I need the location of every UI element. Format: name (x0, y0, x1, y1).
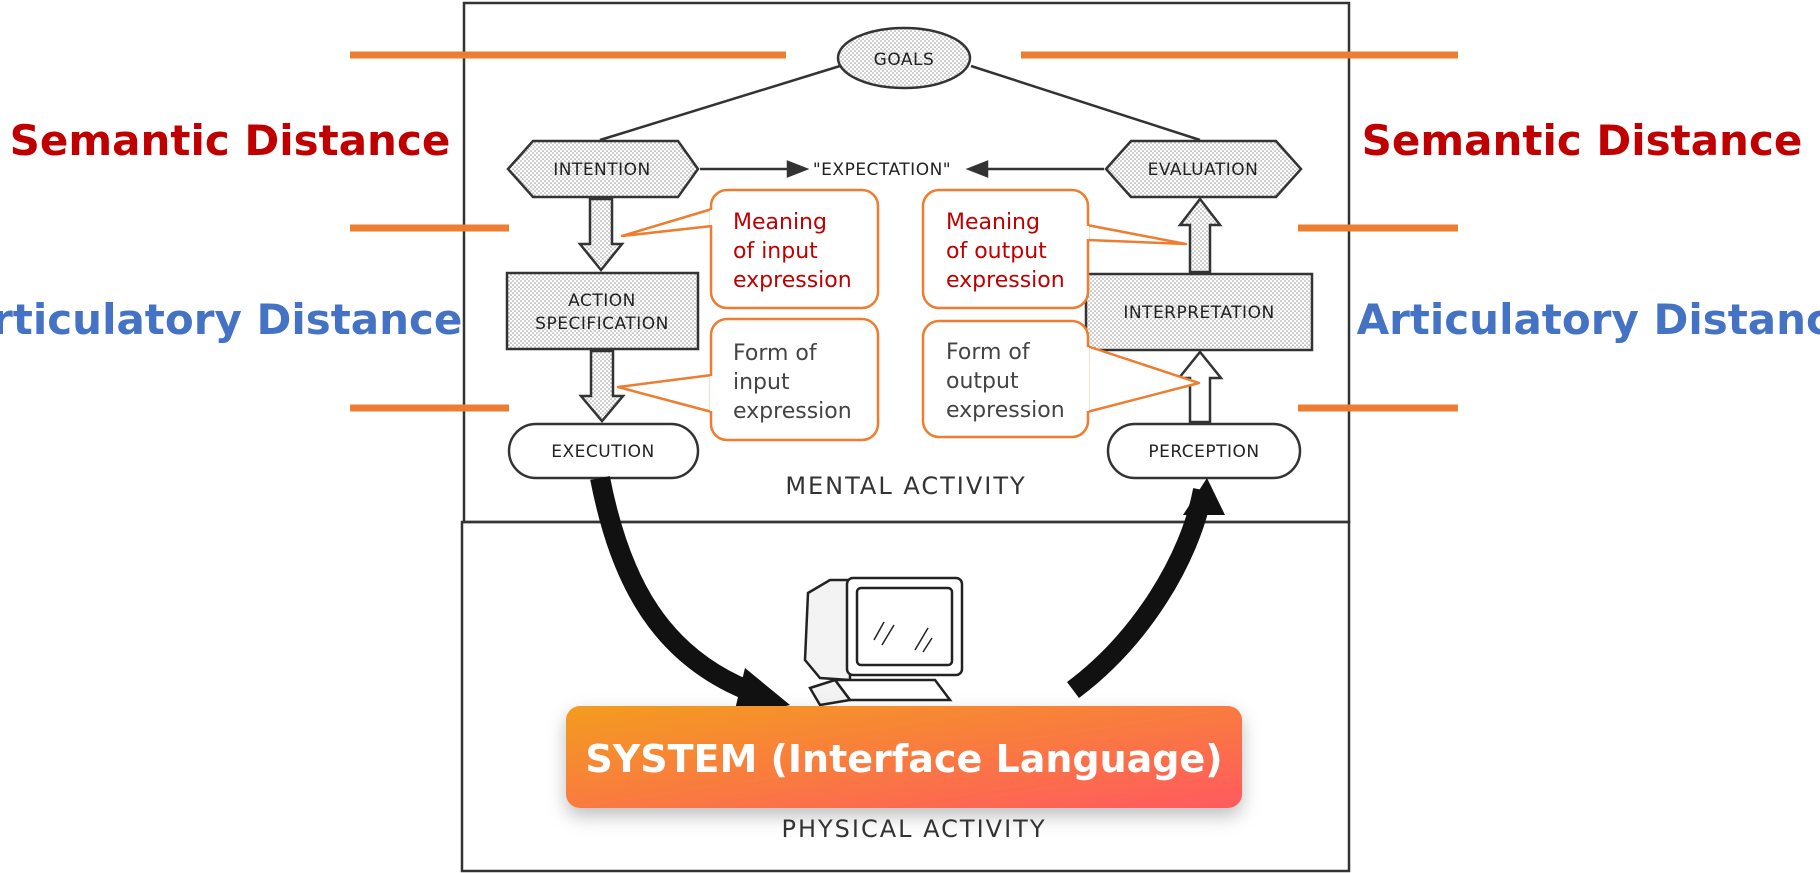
callout-form-output: Form of output expression (921, 319, 1201, 439)
form-output-line1: Form of (946, 340, 1031, 365)
perception-node: PERCEPTION (1106, 422, 1302, 480)
articulatory-distance-label-right: Articulatory Distance (1357, 295, 1820, 344)
form-input-line1: Form of (733, 341, 818, 366)
action-specification-node: ACTION SPECIFICATION (505, 271, 700, 351)
expectation-arrows (700, 160, 1104, 178)
meaning-input-line1: Meaning (733, 210, 827, 235)
meaning-input-line3: expression (733, 268, 852, 293)
orange-divider-lines (350, 51, 1458, 412)
perception-label: PERCEPTION (1148, 442, 1259, 462)
form-output-line2: output (946, 369, 1019, 394)
meaning-output-line1: Meaning (946, 210, 1040, 235)
interpretation-to-evaluation-arrow (1177, 196, 1223, 274)
intention-to-action-arrow (577, 197, 625, 272)
execution-label: EXECUTION (551, 442, 654, 462)
intention-label: INTENTION (553, 160, 651, 180)
system-to-perception-arrow (1067, 478, 1225, 699)
action-label-line2: SPECIFICATION (535, 314, 669, 334)
execution-to-system-arrow (590, 476, 790, 718)
semantic-distance-label-left: Semantic Distance (10, 116, 451, 165)
system-label: SYSTEM (Interface Language) (585, 737, 1222, 781)
computer-icon (803, 576, 964, 707)
form-input-line3: expression (733, 399, 852, 424)
meaning-output-line3: expression (946, 268, 1065, 293)
semantic-distance-label-right: Semantic Distance (1362, 116, 1803, 165)
system-banner: SYSTEM (Interface Language) (566, 706, 1242, 808)
callout-meaning-input: Meaning of input expression (620, 188, 880, 310)
meaning-input-line2: of input (733, 239, 818, 264)
interpretation-node: INTERPRETATION (1084, 272, 1314, 352)
evaluation-label: EVALUATION (1148, 160, 1259, 180)
form-output-line3: expression (946, 398, 1065, 423)
articulatory-distance-label-left: Articulatory Distance (0, 295, 462, 344)
action-label-line1: ACTION (568, 291, 636, 311)
goals-label: GOALS (874, 50, 935, 70)
mental-activity-label: MENTAL ACTIVITY (785, 472, 1026, 500)
goals-node: GOALS (836, 26, 972, 90)
intention-node: INTENTION (506, 139, 700, 199)
physical-activity-label: PHYSICAL ACTIVITY (782, 815, 1047, 843)
meaning-output-line2: of output (946, 239, 1047, 264)
expectation-label: "EXPECTATION" (813, 160, 951, 180)
callout-form-input: Form of input expression (616, 317, 880, 442)
form-input-line2: input (733, 370, 790, 395)
callout-meaning-output: Meaning of output expression (921, 188, 1188, 310)
physical-activity-frame (460, 520, 1351, 873)
action-to-execution-arrow (578, 349, 626, 423)
evaluation-node: EVALUATION (1104, 139, 1303, 199)
execution-node: EXECUTION (507, 422, 700, 480)
goals-connector-lines (599, 64, 1201, 142)
interpretation-label: INTERPRETATION (1123, 303, 1274, 323)
perception-to-interpretation-arrow (1176, 350, 1224, 424)
